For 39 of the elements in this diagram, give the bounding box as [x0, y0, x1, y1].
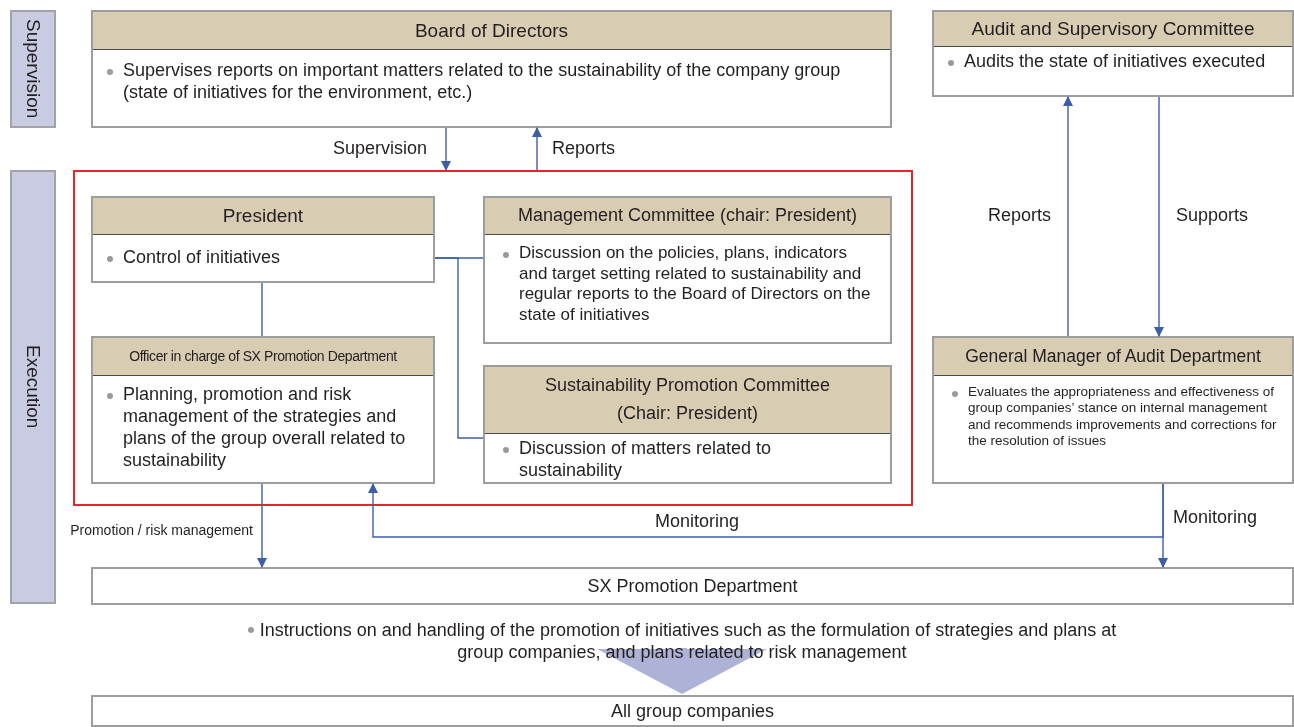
section-band [10, 170, 56, 604]
card-text: Planning, promotion and risk management of the strategies and plans of the group overall related to sustainability [123, 384, 407, 472]
role-card [932, 10, 1294, 97]
card-text: Evaluates the appropriateness and effectiveness of group companies’ stance on internal management and recommends improvements and corrections for the resolution of issues [968, 384, 1278, 450]
role-card [483, 196, 892, 344]
arrow [368, 483, 1164, 538]
connector-line [434, 257, 484, 439]
arrow [257, 483, 267, 568]
role-card [932, 336, 1294, 484]
card-header: Management Committee (chair: President) [485, 198, 890, 235]
arrow [1154, 96, 1164, 337]
department-box: SX Promotion Department [91, 567, 1294, 605]
card-header: General Manager of Audit Department [934, 338, 1292, 376]
card-text: Discussion on the policies, plans, indicators and target setting related to sustainability and regular reports to the Board of Directors on the state of initiatives [519, 243, 872, 326]
card-text: Supervises reports on important matters related to the sustainability of the company group (state of initiatives for the environment, etc.) [123, 60, 842, 104]
role-card [91, 10, 892, 128]
arrow [441, 127, 451, 171]
department-box: All group companies [91, 695, 1294, 727]
card-header: President [93, 198, 433, 235]
group-frame [73, 170, 913, 506]
connector-line [261, 282, 263, 337]
arrow [532, 127, 542, 171]
role-card [483, 365, 892, 484]
chevron-arrow [597, 648, 767, 694]
section-band [10, 10, 56, 128]
arrow [1063, 96, 1073, 337]
card-text: Audits the state of initiatives executed [964, 51, 1267, 73]
card-header: Board of Directors [93, 12, 890, 50]
arrow [1158, 483, 1168, 568]
role-card [91, 336, 435, 484]
section-label: Execution [22, 345, 44, 429]
role-card [91, 196, 435, 283]
card-text: Discussion of matters related to sustainability [519, 438, 773, 482]
card-header: Audit and Supervisory Committee [934, 12, 1292, 47]
section-label: Supervision [22, 19, 44, 119]
card-header: Sustainability Promotion Committee (Chair: President) [485, 367, 890, 435]
card-text: Control of initiatives [123, 247, 282, 269]
card-header: Officer in charge of SX Promotion Department [93, 338, 433, 376]
note-text: Instructions on and handling of the promotion of initiatives such as the formulation of strategies and plans at group companies, and plans related to risk management [237, 620, 1127, 664]
